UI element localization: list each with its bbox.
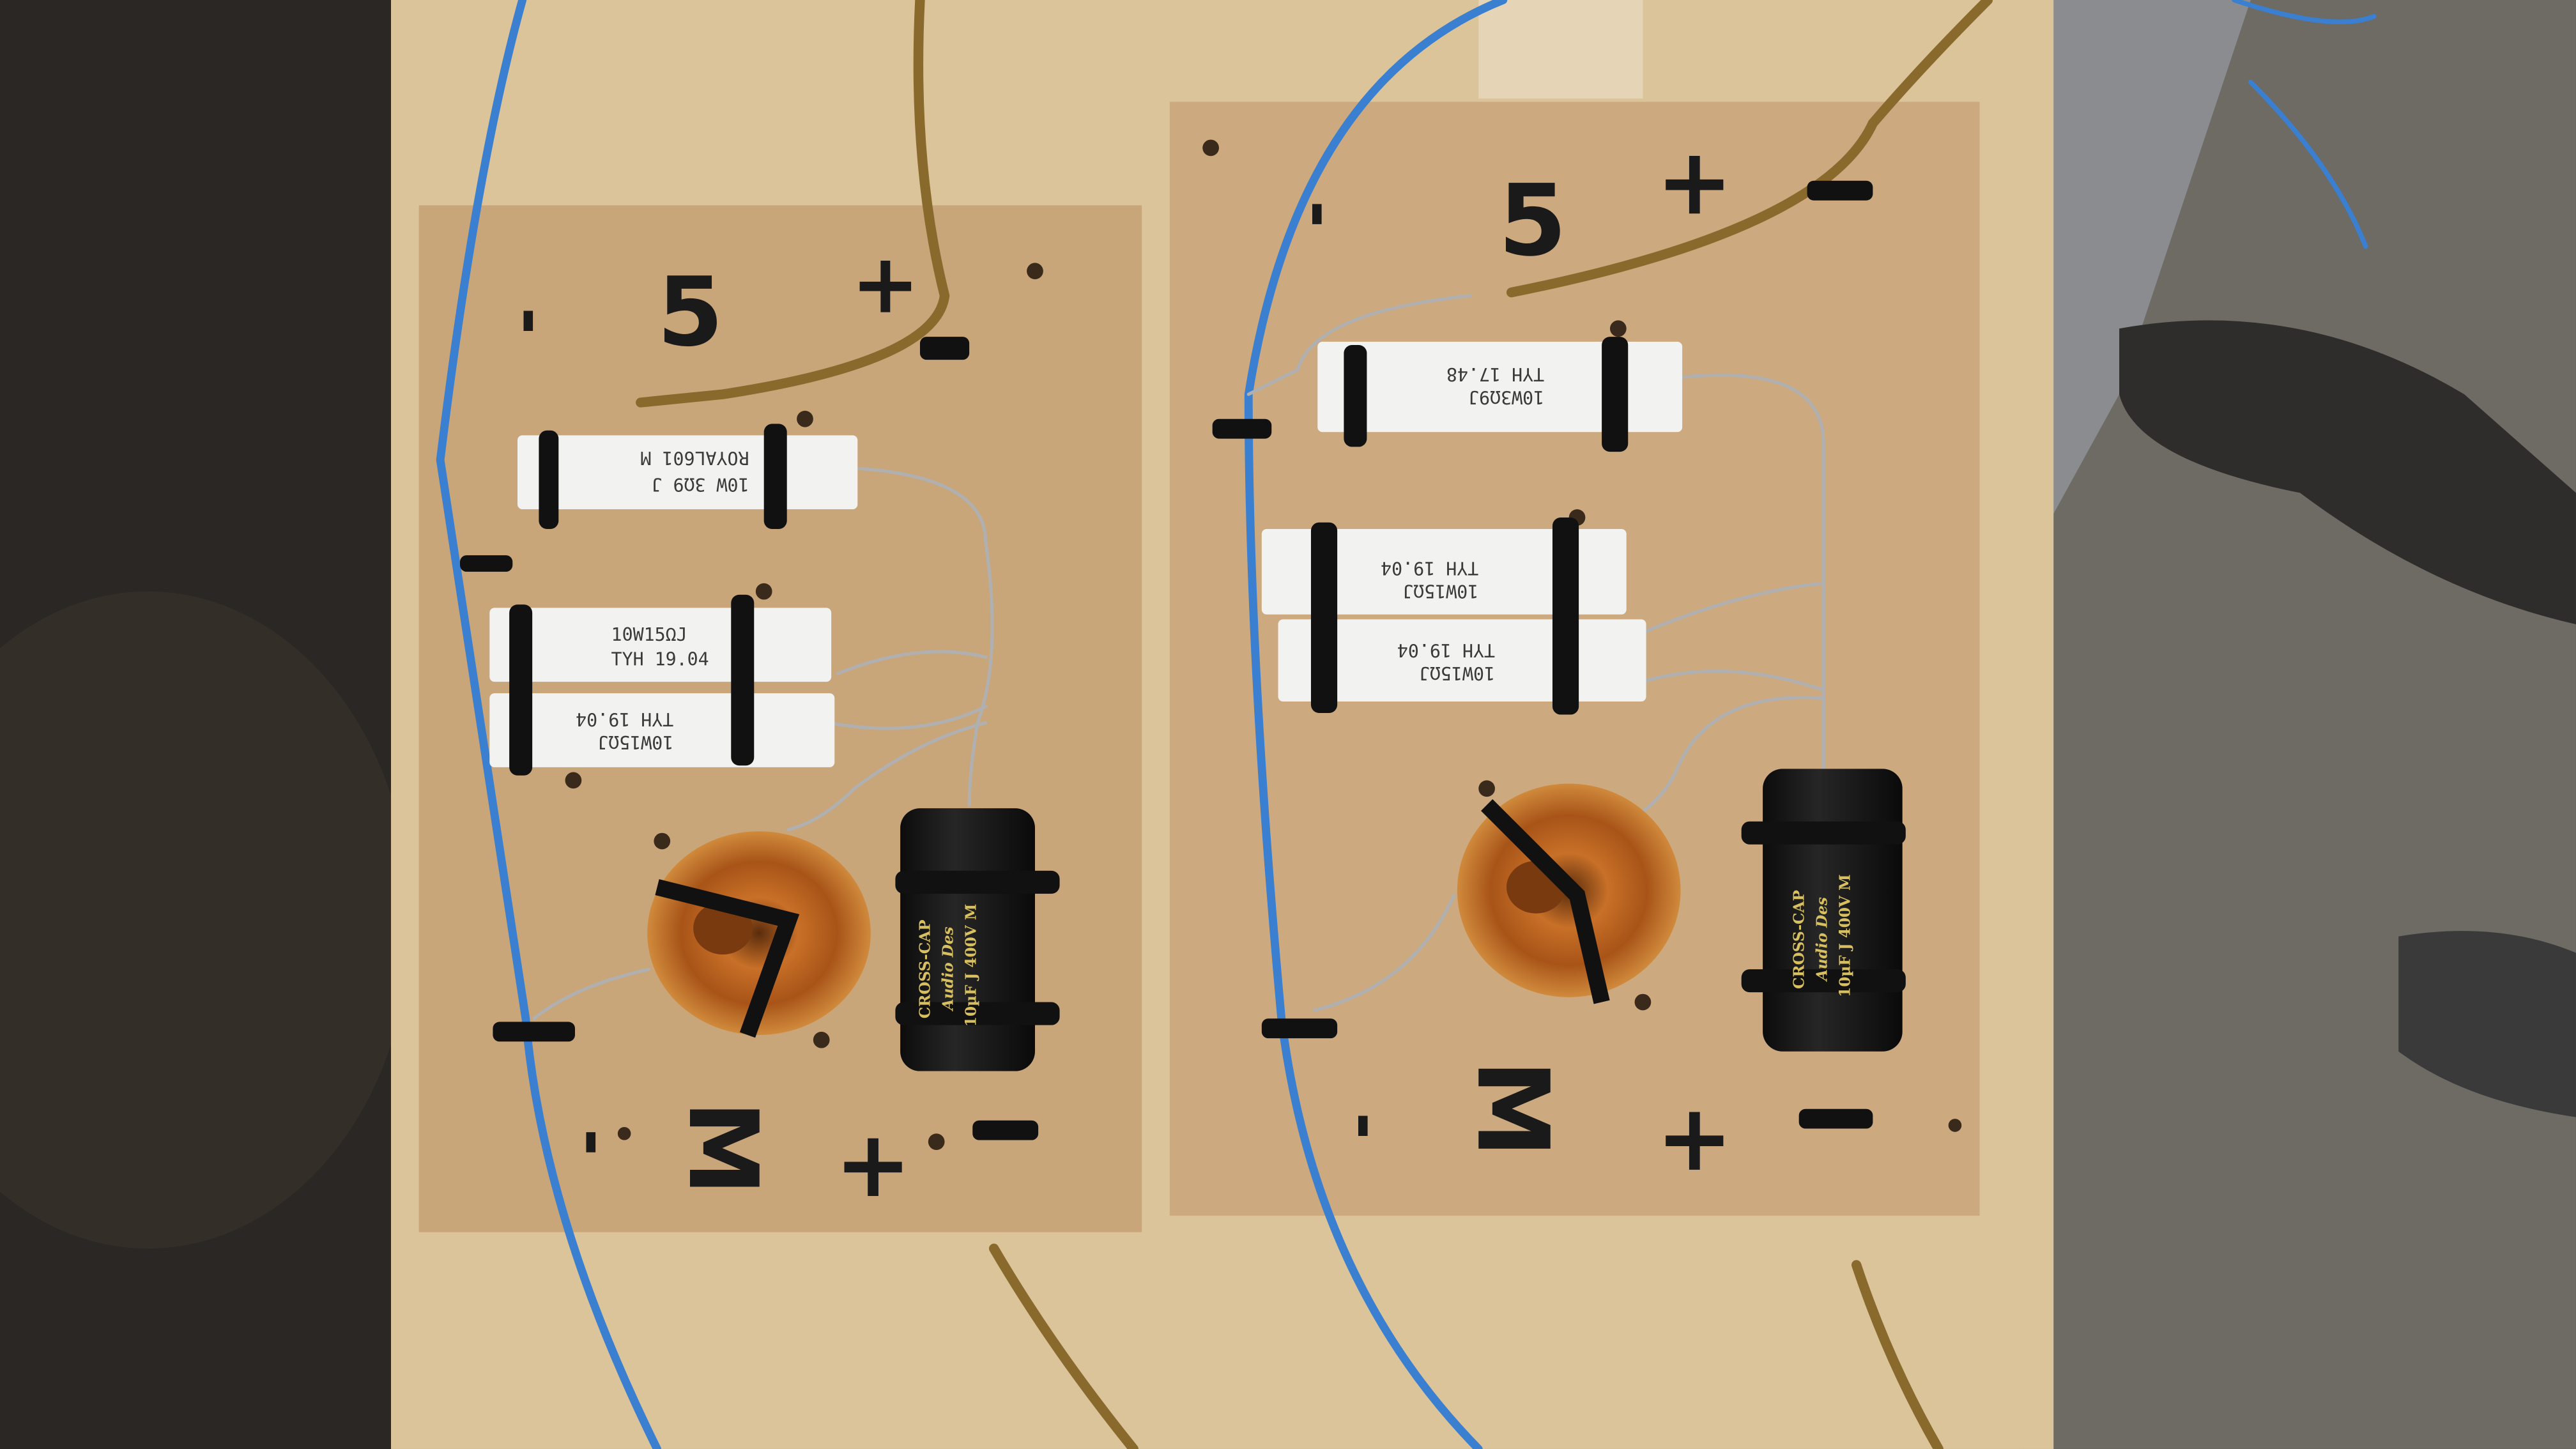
marking-label: M bbox=[1455, 1060, 1569, 1158]
resistor-label: TYH 19.04 bbox=[1397, 640, 1495, 661]
resistor-label: ROYAL601 M bbox=[640, 447, 749, 468]
left-resistor-2: 10W15ΩJ TYH 19.04 bbox=[489, 608, 832, 682]
marking-label: 5 bbox=[657, 257, 724, 368]
resistor-label: 10W15ΩJ bbox=[1419, 663, 1495, 684]
metal-edge bbox=[1996, 0, 2251, 559]
marking-label: 5 bbox=[1498, 164, 1567, 279]
capacitor-maker: Audio Des bbox=[1813, 897, 1830, 982]
board-holes bbox=[565, 139, 1962, 1150]
resistor-label: TYH 17.48 bbox=[1446, 364, 1544, 385]
left-board-markings: - 5 + - M + bbox=[493, 237, 920, 1218]
wires bbox=[436, 0, 2377, 1449]
resistor-label: 10W15ΩJ bbox=[611, 624, 687, 645]
left-resistor-1: 10W 3Ω9 J ROYAL601 M bbox=[517, 424, 858, 529]
resistor-label: TYH 19.04 bbox=[1381, 557, 1478, 578]
capacitor-maker: Audio Des bbox=[939, 926, 956, 1011]
right-resistor-1: 10W3Ω9J TYH 17.48 bbox=[1317, 337, 1683, 452]
right-resistor-3: 10W15ΩJ TYH 19.04 bbox=[1278, 517, 1646, 715]
resistor-label: 10W15ΩJ bbox=[597, 732, 673, 753]
marking-plus: + bbox=[834, 1110, 912, 1218]
shoe-toe bbox=[2398, 931, 2576, 1117]
marking-minus: - bbox=[1282, 201, 1358, 228]
resistor-label: TYH 19.04 bbox=[611, 648, 709, 670]
marking-plus: + bbox=[1656, 128, 1733, 235]
right-board-markings: - 5 + - M + bbox=[1282, 128, 1733, 1192]
capacitor-brand: CROSS-CAP bbox=[1790, 890, 1807, 989]
capacitor-brand: CROSS-CAP bbox=[916, 919, 933, 1018]
capacitor-value: 10µF J 400V M bbox=[1836, 874, 1853, 997]
floor-stain bbox=[0, 591, 411, 1249]
marking-minus: - bbox=[1328, 1112, 1404, 1140]
left-capacitor: CROSS-CAP Audio Des 10µF J 400V M bbox=[895, 808, 1060, 1071]
right-inductor-coil bbox=[1457, 783, 1681, 1004]
marking-plus: + bbox=[1656, 1084, 1733, 1192]
resistor-label: 10W15ΩJ bbox=[1402, 580, 1478, 601]
right-resistor-2: 10W15ΩJ TYH 19.04 bbox=[1261, 528, 1627, 615]
shoe bbox=[2119, 320, 2576, 625]
left-inductor-coil bbox=[647, 831, 871, 1038]
resistor-label: 10W 3Ω9 J bbox=[651, 473, 749, 494]
marking-plus: + bbox=[851, 237, 920, 332]
plywood-highlight bbox=[1478, 0, 1643, 99]
left-resistor-3: 10W15ΩJ TYH 19.04 bbox=[489, 594, 835, 776]
marking-minus: - bbox=[556, 1129, 632, 1156]
resistor-label: TYH 19.04 bbox=[576, 709, 673, 730]
cable-ties bbox=[459, 180, 1873, 1140]
capacitor-value: 10µF J 400V M bbox=[962, 904, 979, 1027]
resistor-label: 10W3Ω9J bbox=[1468, 387, 1544, 408]
marking-label: M bbox=[667, 1101, 778, 1195]
marking-minus: - bbox=[493, 307, 569, 335]
right-capacitor: CROSS-CAP Audio Des 10µF J 400V M bbox=[1741, 769, 1906, 1052]
